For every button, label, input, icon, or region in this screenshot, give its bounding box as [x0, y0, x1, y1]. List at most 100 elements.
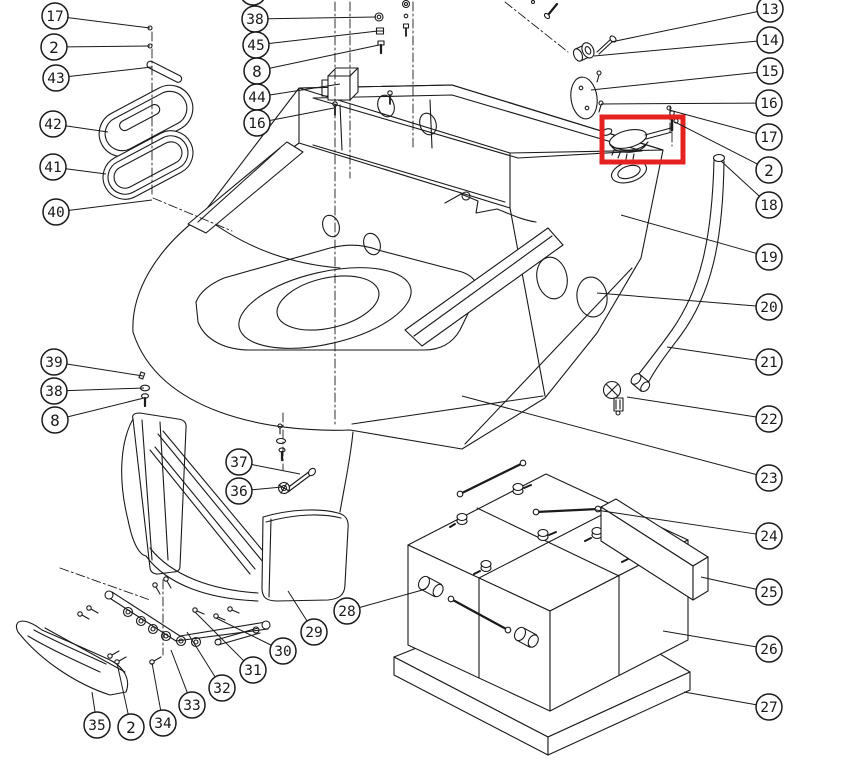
hinge-bracket-assembly	[78, 577, 270, 664]
callout-number-42: 42	[44, 117, 61, 133]
bushing	[571, 41, 596, 64]
front-bumper-shroud	[122, 413, 353, 601]
callout-number-37: 37	[230, 455, 247, 471]
oval-lid	[91, 77, 201, 165]
top-hardware	[322, 1, 557, 116]
rear-wall-hole	[417, 111, 439, 137]
bumper-panel	[262, 510, 348, 601]
callout-circle-2	[756, 157, 782, 183]
callout-circle-28	[334, 598, 360, 624]
leader-line-18	[721, 161, 759, 196]
oval-gasket	[95, 123, 200, 207]
hose-clamp	[604, 382, 624, 416]
callout-number-44: 44	[248, 90, 266, 106]
callout-circle-16	[756, 90, 782, 116]
leader-line-41	[66, 169, 106, 174]
callout-circle-2	[118, 714, 144, 740]
leader-line-17	[68, 18, 150, 28]
bracket-screws	[78, 577, 239, 664]
leader-line-16	[601, 103, 756, 104]
callout-number-17: 17	[46, 9, 63, 25]
partial-callout	[240, 0, 266, 5]
leader-line-39	[67, 364, 143, 376]
callout-number-29: 29	[305, 625, 322, 641]
callout-number-31: 31	[244, 663, 261, 679]
callout-circle-42	[40, 111, 66, 137]
rear-wall-hole	[375, 93, 397, 119]
left-blade-panel	[188, 142, 303, 233]
callout-number-24: 24	[760, 529, 778, 545]
battery-terminals	[450, 484, 639, 575]
callout-number-2: 2	[126, 718, 136, 737]
leader-line-36	[252, 487, 282, 490]
leader-line-2	[675, 122, 757, 164]
callout-circle-27	[756, 694, 782, 720]
battery-pack-drawing	[394, 460, 708, 755]
battery-plug	[512, 625, 540, 649]
leader-line-22	[627, 397, 756, 417]
side-rail	[601, 499, 708, 600]
callout-number-41: 41	[44, 160, 61, 176]
callout-number-38: 38	[246, 12, 263, 28]
callout-number-40: 40	[47, 205, 64, 221]
callout-circle-14	[757, 27, 783, 53]
callout-circle-38	[41, 378, 67, 404]
leader-line-43	[69, 67, 152, 77]
deflector-wing	[16, 621, 127, 695]
callout-number-17: 17	[760, 130, 777, 146]
drain-hose	[604, 155, 725, 416]
callout-circle-35	[84, 712, 110, 738]
callout-circle-21	[756, 349, 782, 375]
hold-down-rods	[448, 460, 601, 633]
leader-line-24	[596, 510, 756, 534]
callout-circle-34	[150, 710, 176, 736]
callout-number-16: 16	[760, 96, 777, 112]
center-blade-panel	[405, 228, 563, 346]
callout-circle-17	[756, 124, 782, 150]
callout-number-19: 19	[760, 250, 777, 266]
battery-plug	[416, 574, 445, 598]
screw-head	[307, 467, 317, 477]
bracket-rollers	[124, 608, 201, 647]
center-lines	[60, 2, 672, 655]
center-hardware	[277, 424, 317, 494]
callout-circle-20	[756, 294, 782, 320]
callout-number-2: 2	[49, 38, 59, 57]
callout-number-22: 22	[760, 412, 777, 428]
callout-circle-32	[209, 675, 235, 701]
callout-circle-37	[226, 449, 252, 475]
interior-piping	[445, 192, 536, 222]
leader-line-38	[268, 17, 376, 19]
leader-line-13	[611, 12, 757, 42]
deck-oval-recess	[231, 253, 419, 363]
callout-circle-36	[226, 478, 252, 504]
round-hole	[533, 254, 571, 301]
oval-cover-plate	[568, 75, 600, 120]
callout-number-2: 2	[764, 161, 774, 180]
callout-number-33: 33	[183, 698, 200, 714]
callout-circle-2	[41, 34, 67, 60]
callout-circle-15	[757, 58, 783, 84]
callout-number-14: 14	[761, 33, 779, 49]
machine-body-drawing	[133, 85, 663, 449]
leader-line-38	[67, 388, 144, 391]
leader-line-15	[591, 72, 757, 90]
leader-line-26	[663, 631, 756, 647]
callout-number-25: 25	[760, 585, 777, 601]
leader-line-30	[216, 618, 271, 645]
callout-number-18: 18	[760, 198, 777, 214]
leader-line-8	[270, 45, 379, 68]
leader-line-28	[360, 589, 426, 608]
leader-line-29	[288, 591, 307, 621]
callout-number-20: 20	[760, 300, 777, 316]
leader-line-2	[67, 46, 150, 47]
callout-circle-13	[757, 0, 783, 22]
leader-line-34	[152, 663, 161, 710]
leader-line-25	[701, 577, 756, 589]
callout-number-15: 15	[761, 64, 778, 80]
callout-number-8: 8	[50, 411, 60, 430]
callout-number-8: 8	[252, 62, 262, 81]
